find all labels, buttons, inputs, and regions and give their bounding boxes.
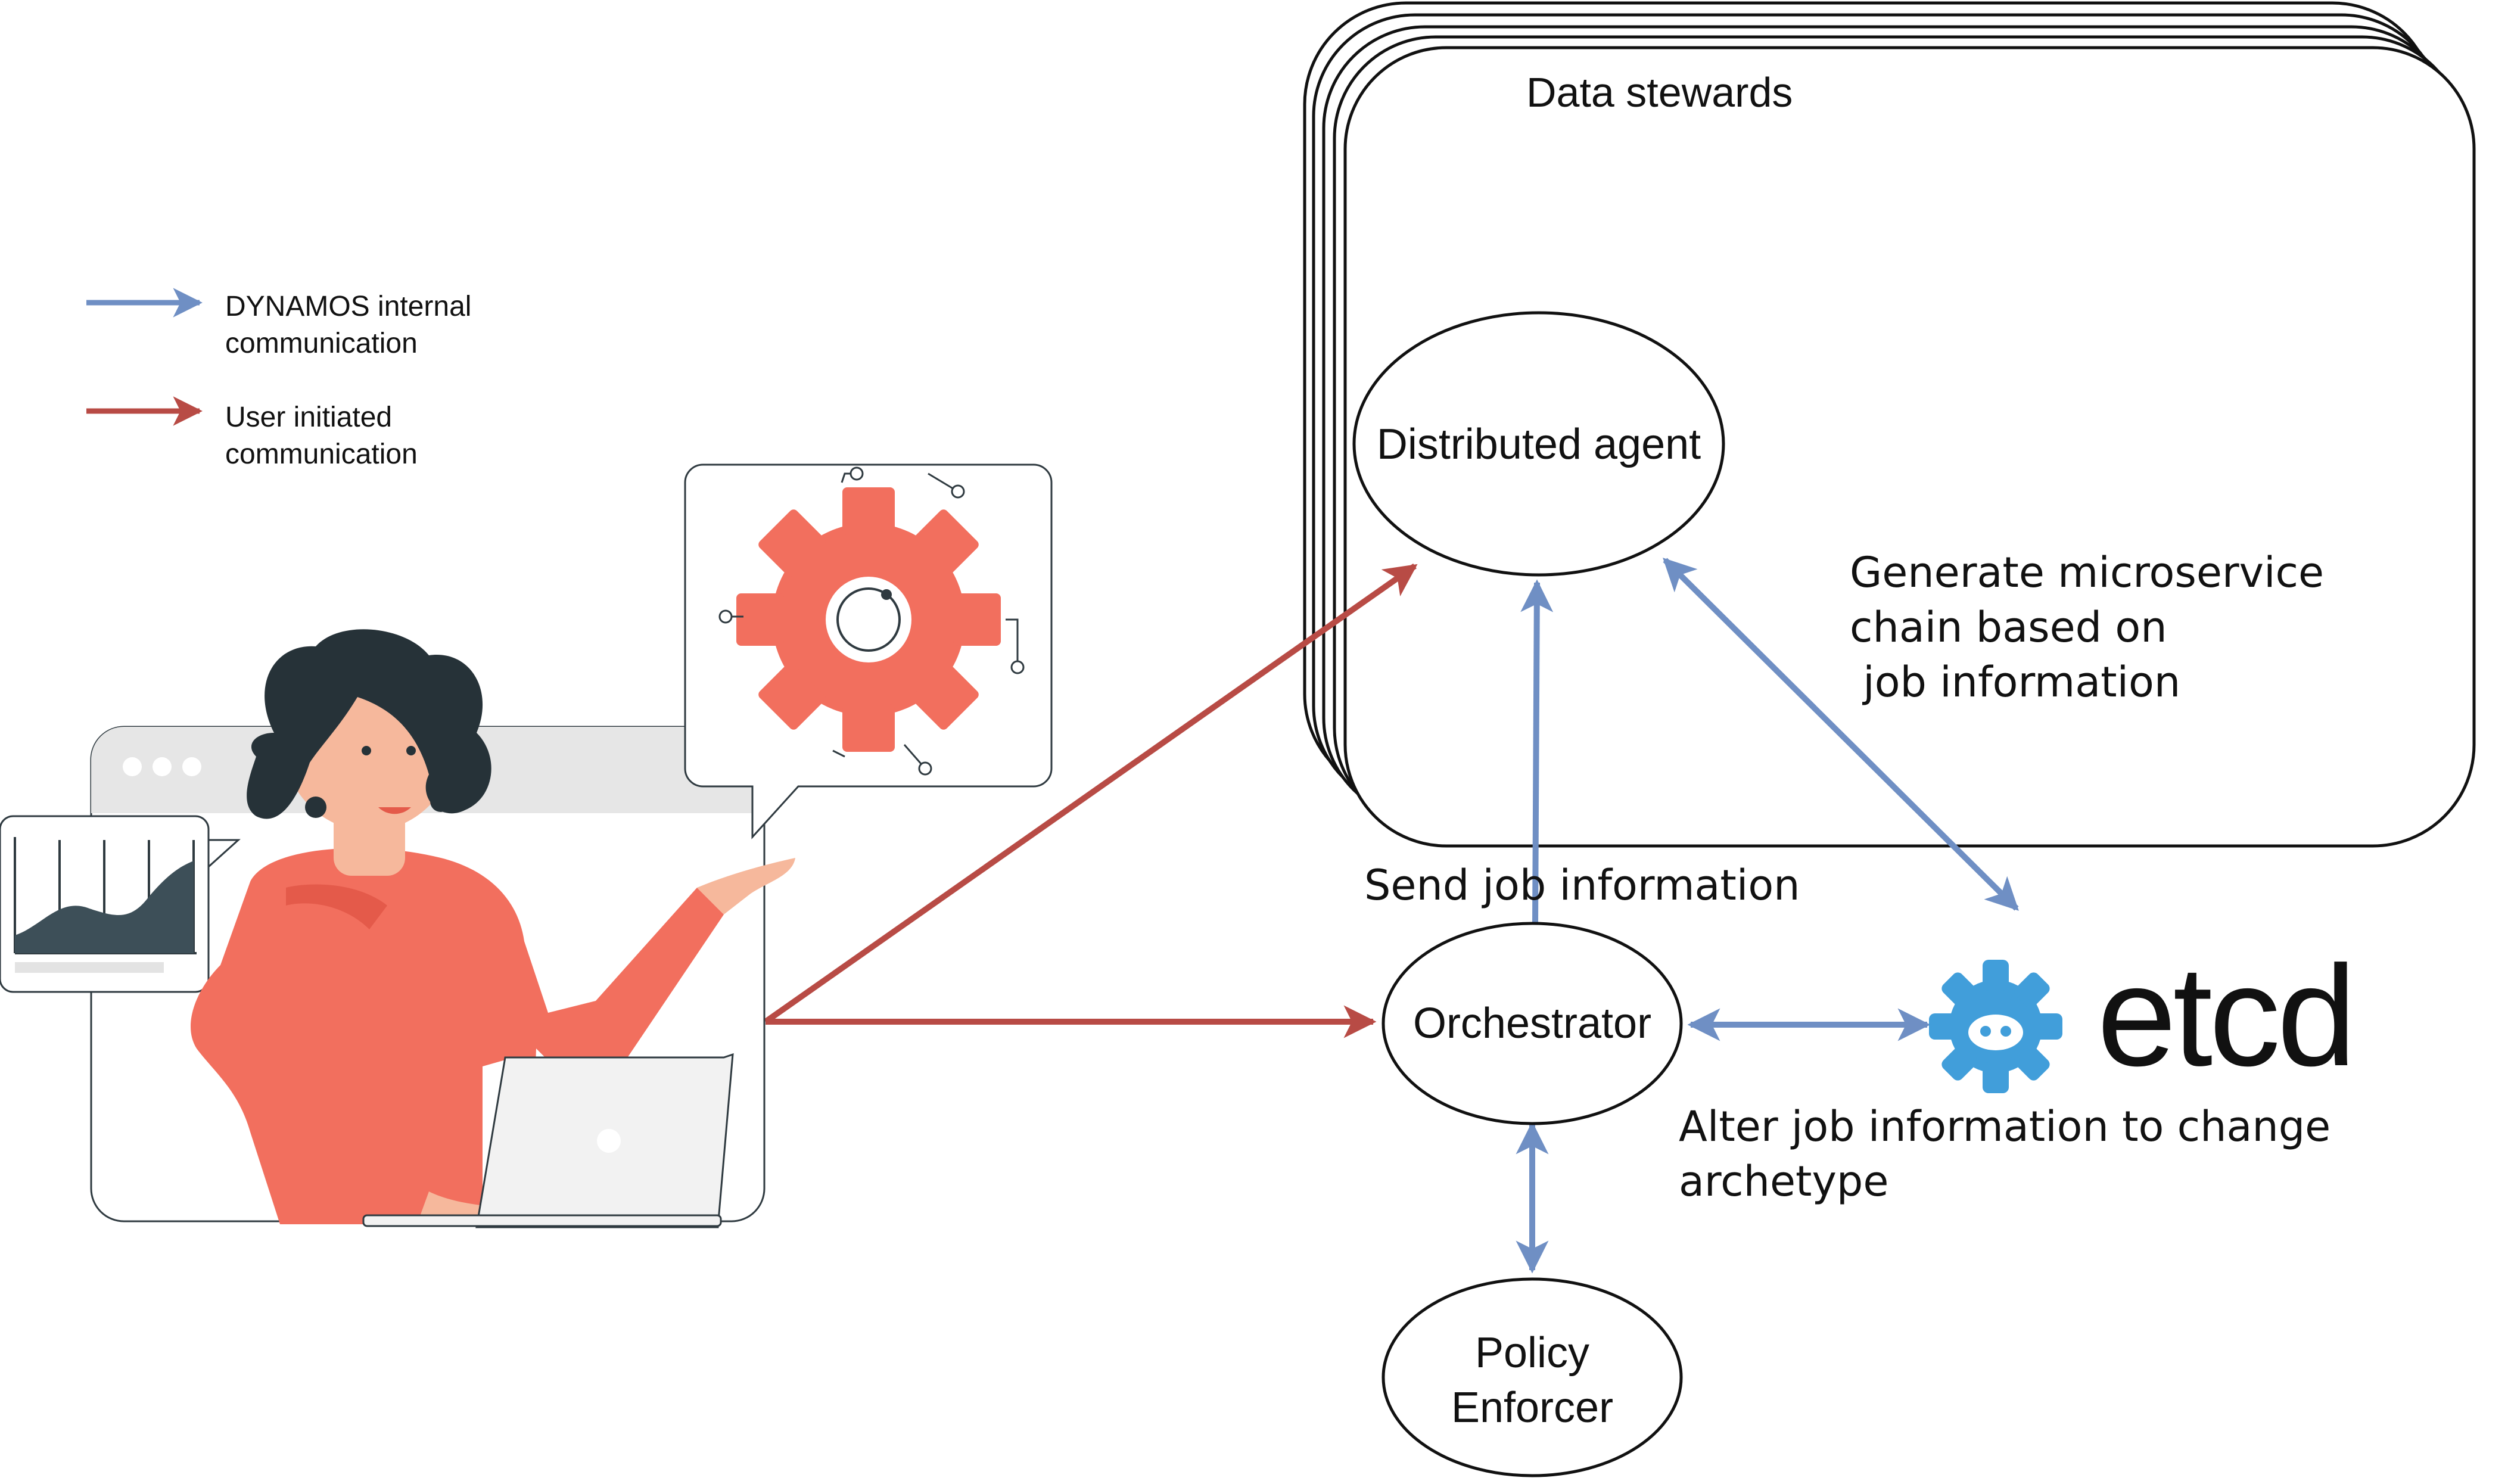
policy-enforcer-label: Policy Enforcer (1383, 1326, 1681, 1435)
generate-line1: Generate microservice (1850, 548, 2325, 597)
edges (764, 558, 2019, 1274)
etcd-logo-icon (1929, 960, 2062, 1093)
legend-user-label: User initiated communication (225, 399, 418, 473)
generate-line3: job information (1850, 658, 2181, 707)
legend-internal-label: DYNAMOS internal communication (225, 288, 471, 362)
distributed-agent-node (1352, 311, 1725, 577)
policy-enforcer-line2: Enforcer (1451, 1384, 1614, 1432)
edge-user-to-agent (764, 563, 1418, 1025)
alter-line2: archetype (1679, 1157, 1889, 1206)
data-stewards-container (1303, 1, 2476, 848)
person-icon (190, 629, 795, 1228)
distributed-agent-label: Distributed agent (1376, 421, 1701, 468)
etcd-wordmark: etcd (2097, 936, 2357, 1096)
container-title: Data stewards (1526, 69, 1793, 116)
send-label: Send job information (1364, 861, 1800, 910)
generate-line2: chain based on (1850, 603, 2167, 652)
legend-user-line2: communication (225, 438, 418, 470)
orchestrator-node (1381, 922, 1683, 1125)
legend (86, 288, 203, 426)
nodes (1352, 311, 1725, 1477)
edge-orchestrator-to-agent (1520, 579, 1554, 925)
alter-label: Alter job information to change archetyp… (1679, 1099, 2330, 1209)
orchestrator-label: Orchestrator (1412, 1000, 1652, 1047)
gear-icon (684, 463, 1053, 839)
area-chart-icon (0, 815, 241, 993)
policy-enforcer-node (1381, 1277, 1683, 1477)
policy-enforcer-line1: Policy (1474, 1329, 1590, 1377)
legend-user-line1: User initiated (225, 402, 393, 433)
generate-label: Generate microservice chain based on job… (1850, 545, 2324, 710)
edge-agent-etcd (1663, 558, 2019, 911)
alter-line1: Alter job information to change (1679, 1102, 2331, 1151)
legend-internal-line1: DYNAMOS internal (225, 291, 472, 322)
legend-internal-line2: communication (225, 328, 418, 359)
